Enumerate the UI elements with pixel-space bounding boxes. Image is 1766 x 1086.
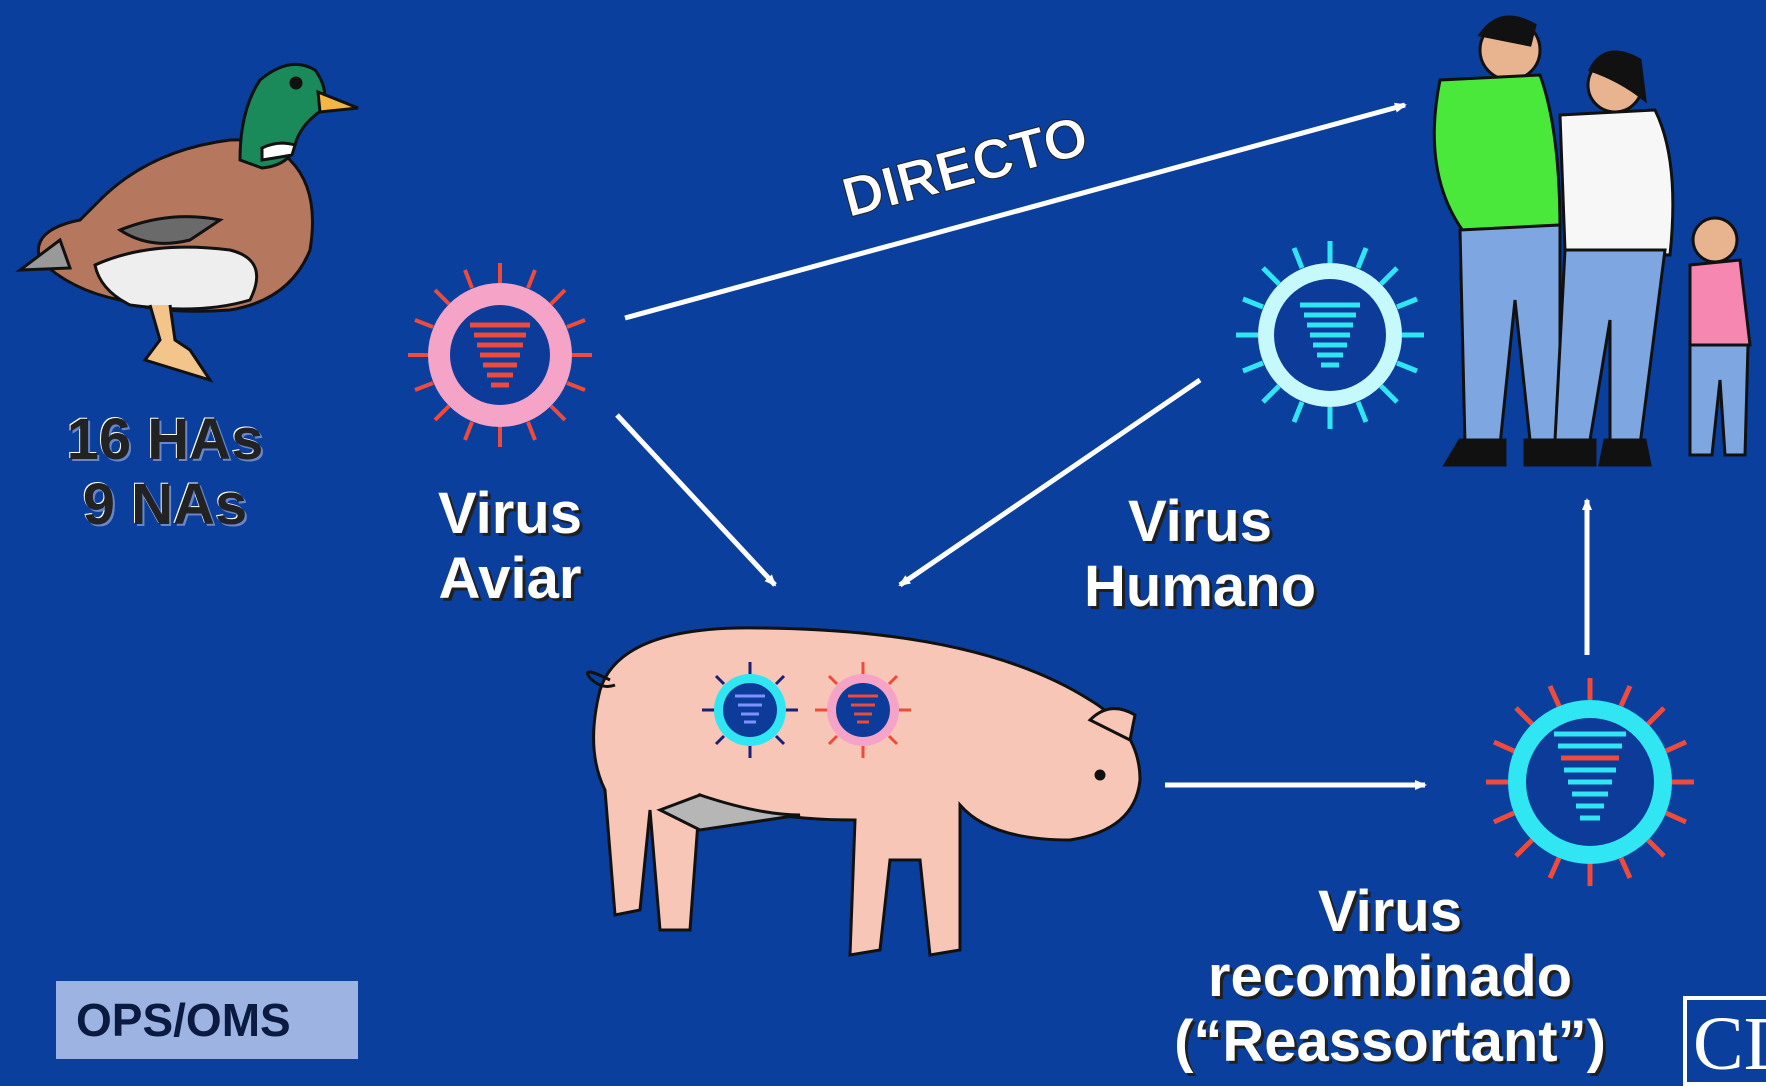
human-family-illustration: [1434, 17, 1750, 465]
reassortant-label-line3: (“Reassortant”): [1140, 1010, 1640, 1075]
pig-avian-virus-icon: [815, 662, 911, 758]
human-virus-icon: [1236, 241, 1424, 429]
reassortant-label-line2: recombinado: [1140, 945, 1640, 1010]
ops-oms-badge: OPS/OMS: [56, 981, 358, 1059]
na-count: 9 NAs: [30, 473, 300, 538]
directo-label: DIRECTO: [836, 103, 1095, 229]
cdc-logo: CDC: [1683, 996, 1766, 1086]
avian-virus-icon: [408, 263, 592, 447]
pig-human-virus-icon: [702, 662, 798, 758]
arrow-avian-to-pig: [617, 415, 775, 585]
human-virus-label: Virus Humano: [1060, 490, 1340, 620]
reassortant-virus-icon: [1486, 678, 1694, 886]
ha-count: 16 HAs: [30, 408, 300, 473]
ha-na-count-label: 16 HAs 9 NAs: [30, 408, 300, 538]
reassortant-virus-label: Virus recombinado (“Reassortant”): [1140, 880, 1640, 1075]
avian-virus-label: Virus Aviar: [400, 482, 620, 612]
human-virus-label-line1: Virus: [1060, 490, 1340, 555]
human-virus-label-line2: Humano: [1060, 555, 1340, 620]
reassortant-label-line1: Virus: [1140, 880, 1640, 945]
avian-virus-label-line1: Virus: [400, 482, 620, 547]
duck-illustration: [20, 64, 358, 380]
avian-virus-label-line2: Aviar: [400, 547, 620, 612]
